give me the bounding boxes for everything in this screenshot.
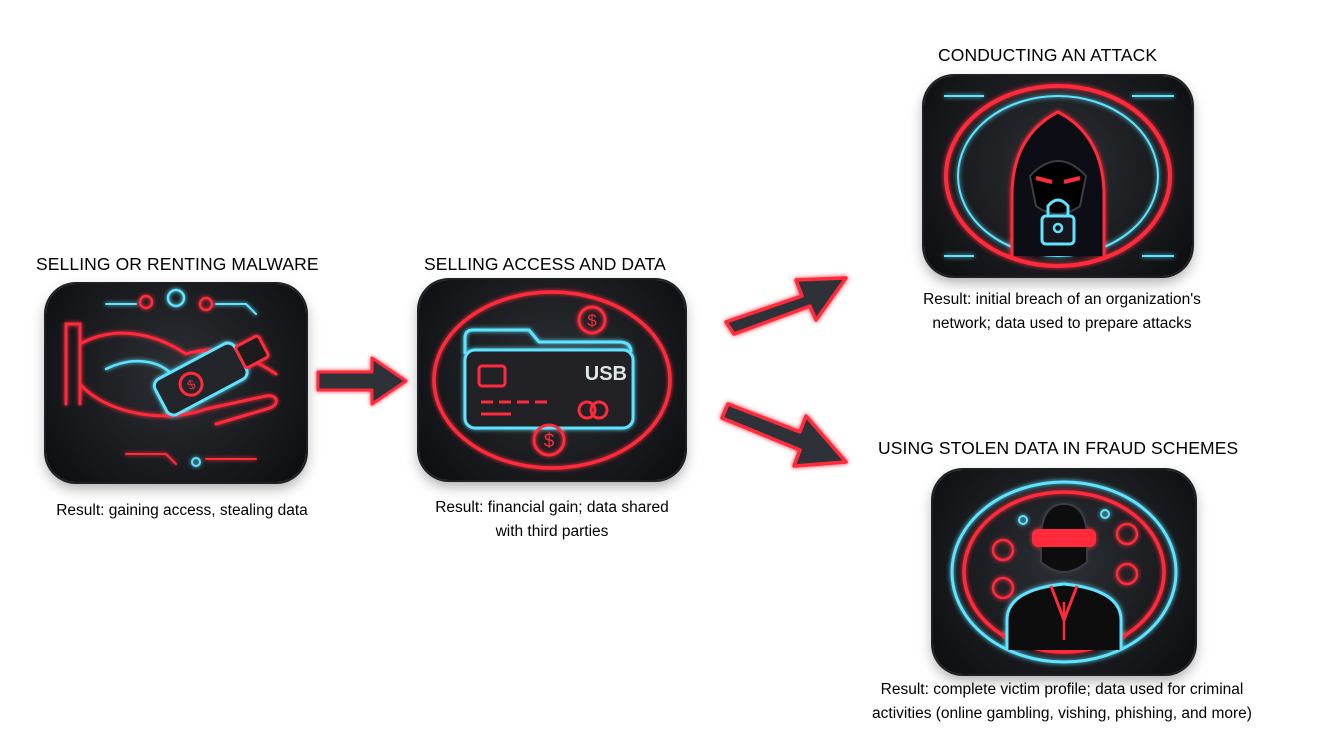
hooded-hacker-icon [924, 76, 1192, 276]
card-usb-text: USB [585, 363, 627, 385]
result-line: network; data used to prepare attacks [932, 315, 1192, 332]
step-title-fraud: USING STOLEN DATA IN FRAUD SCHEMES [878, 438, 1239, 458]
step-result-fraud: Result: complete victim profile; data us… [822, 678, 1302, 726]
svg-text:$: $ [544, 431, 555, 452]
credit-card-icon: USB $ $ [419, 280, 685, 480]
result-line: Result: gaining access, stealing data [56, 502, 308, 519]
step-title-attack: CONDUCTING AN ATTACK [938, 45, 1158, 65]
svg-text:$: $ [587, 311, 597, 330]
step-result-malware: Result: gaining access, stealing data [22, 499, 342, 523]
step-title-malware: SELLING OR RENTING MALWARE [36, 254, 319, 274]
arrow-up-right-icon [724, 276, 848, 336]
result-line: Result: initial breach of an organizatio… [923, 291, 1201, 308]
result-line: Result: financial gain; data shared [435, 499, 669, 516]
step-result-access: Result: financial gain; data shared with… [392, 496, 712, 544]
step-result-attack: Result: initial breach of an organizatio… [892, 288, 1232, 336]
hand-usb-icon: $ [46, 284, 306, 482]
arrow-right-icon [316, 356, 408, 406]
arrow-down-right-icon [720, 402, 848, 468]
result-line: activities (online gambling, vishing, ph… [872, 705, 1252, 722]
step-title-access: SELLING ACCESS AND DATA [424, 254, 666, 274]
result-line: Result: complete victim profile; data us… [880, 681, 1244, 698]
masked-person-icon [933, 470, 1195, 674]
result-line: with third parties [495, 523, 609, 540]
